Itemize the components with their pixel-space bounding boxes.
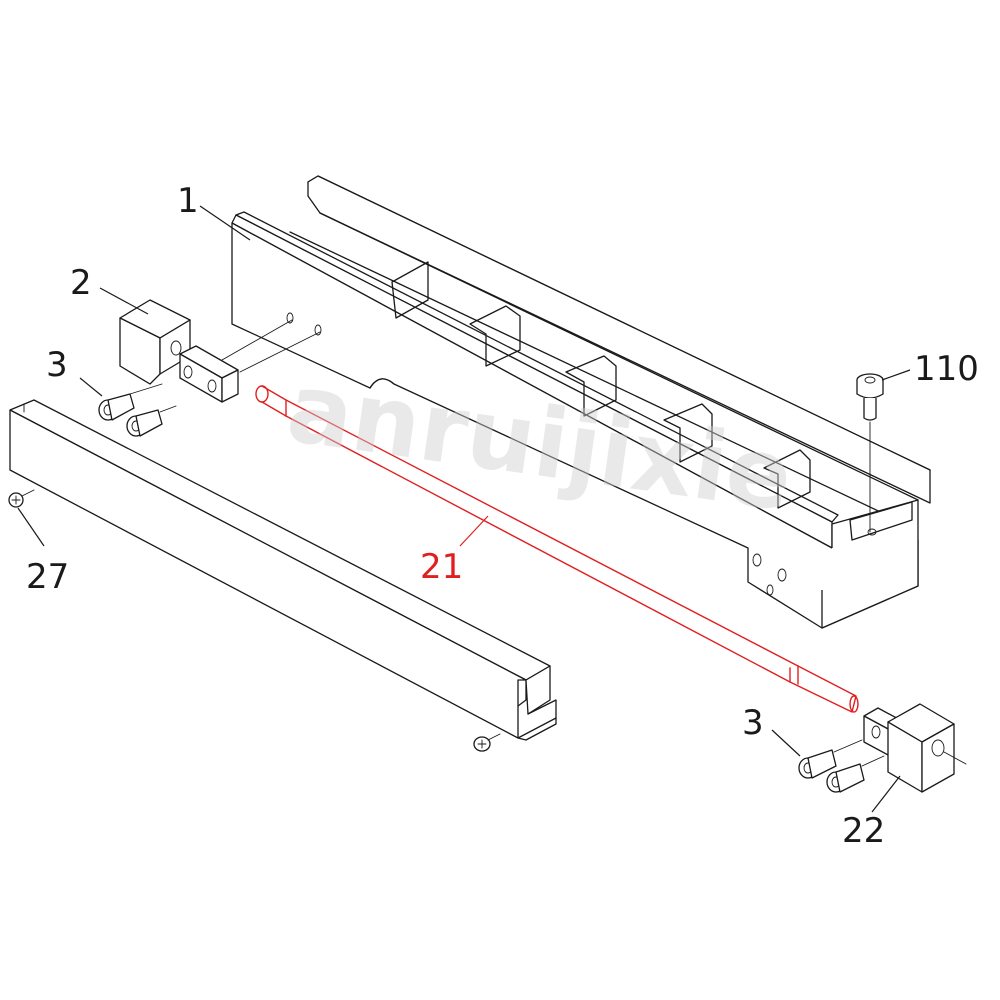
callout-1: 1 bbox=[177, 181, 199, 221]
part-22-end-block bbox=[863, 703, 967, 793]
part-3-screws-left bbox=[98, 383, 177, 437]
callout-21: 21 bbox=[420, 547, 463, 587]
callout-110: 110 bbox=[914, 349, 979, 389]
callout-2: 2 bbox=[70, 263, 92, 303]
callout-3-right: 3 bbox=[742, 703, 764, 743]
callout-3-left: 3 bbox=[46, 345, 68, 385]
part-27-cover-channel bbox=[9, 399, 557, 741]
part-27-screws bbox=[8, 489, 501, 752]
part-3-screws-right bbox=[798, 739, 885, 793]
callout-27: 27 bbox=[26, 557, 69, 597]
part-1-base-rail bbox=[231, 175, 931, 629]
part-21-shaft bbox=[255, 385, 859, 713]
part-2-end-block bbox=[119, 299, 191, 385]
callout-22: 22 bbox=[842, 811, 885, 851]
leader-lines bbox=[17, 205, 911, 813]
left-bracket-plate bbox=[179, 319, 321, 403]
